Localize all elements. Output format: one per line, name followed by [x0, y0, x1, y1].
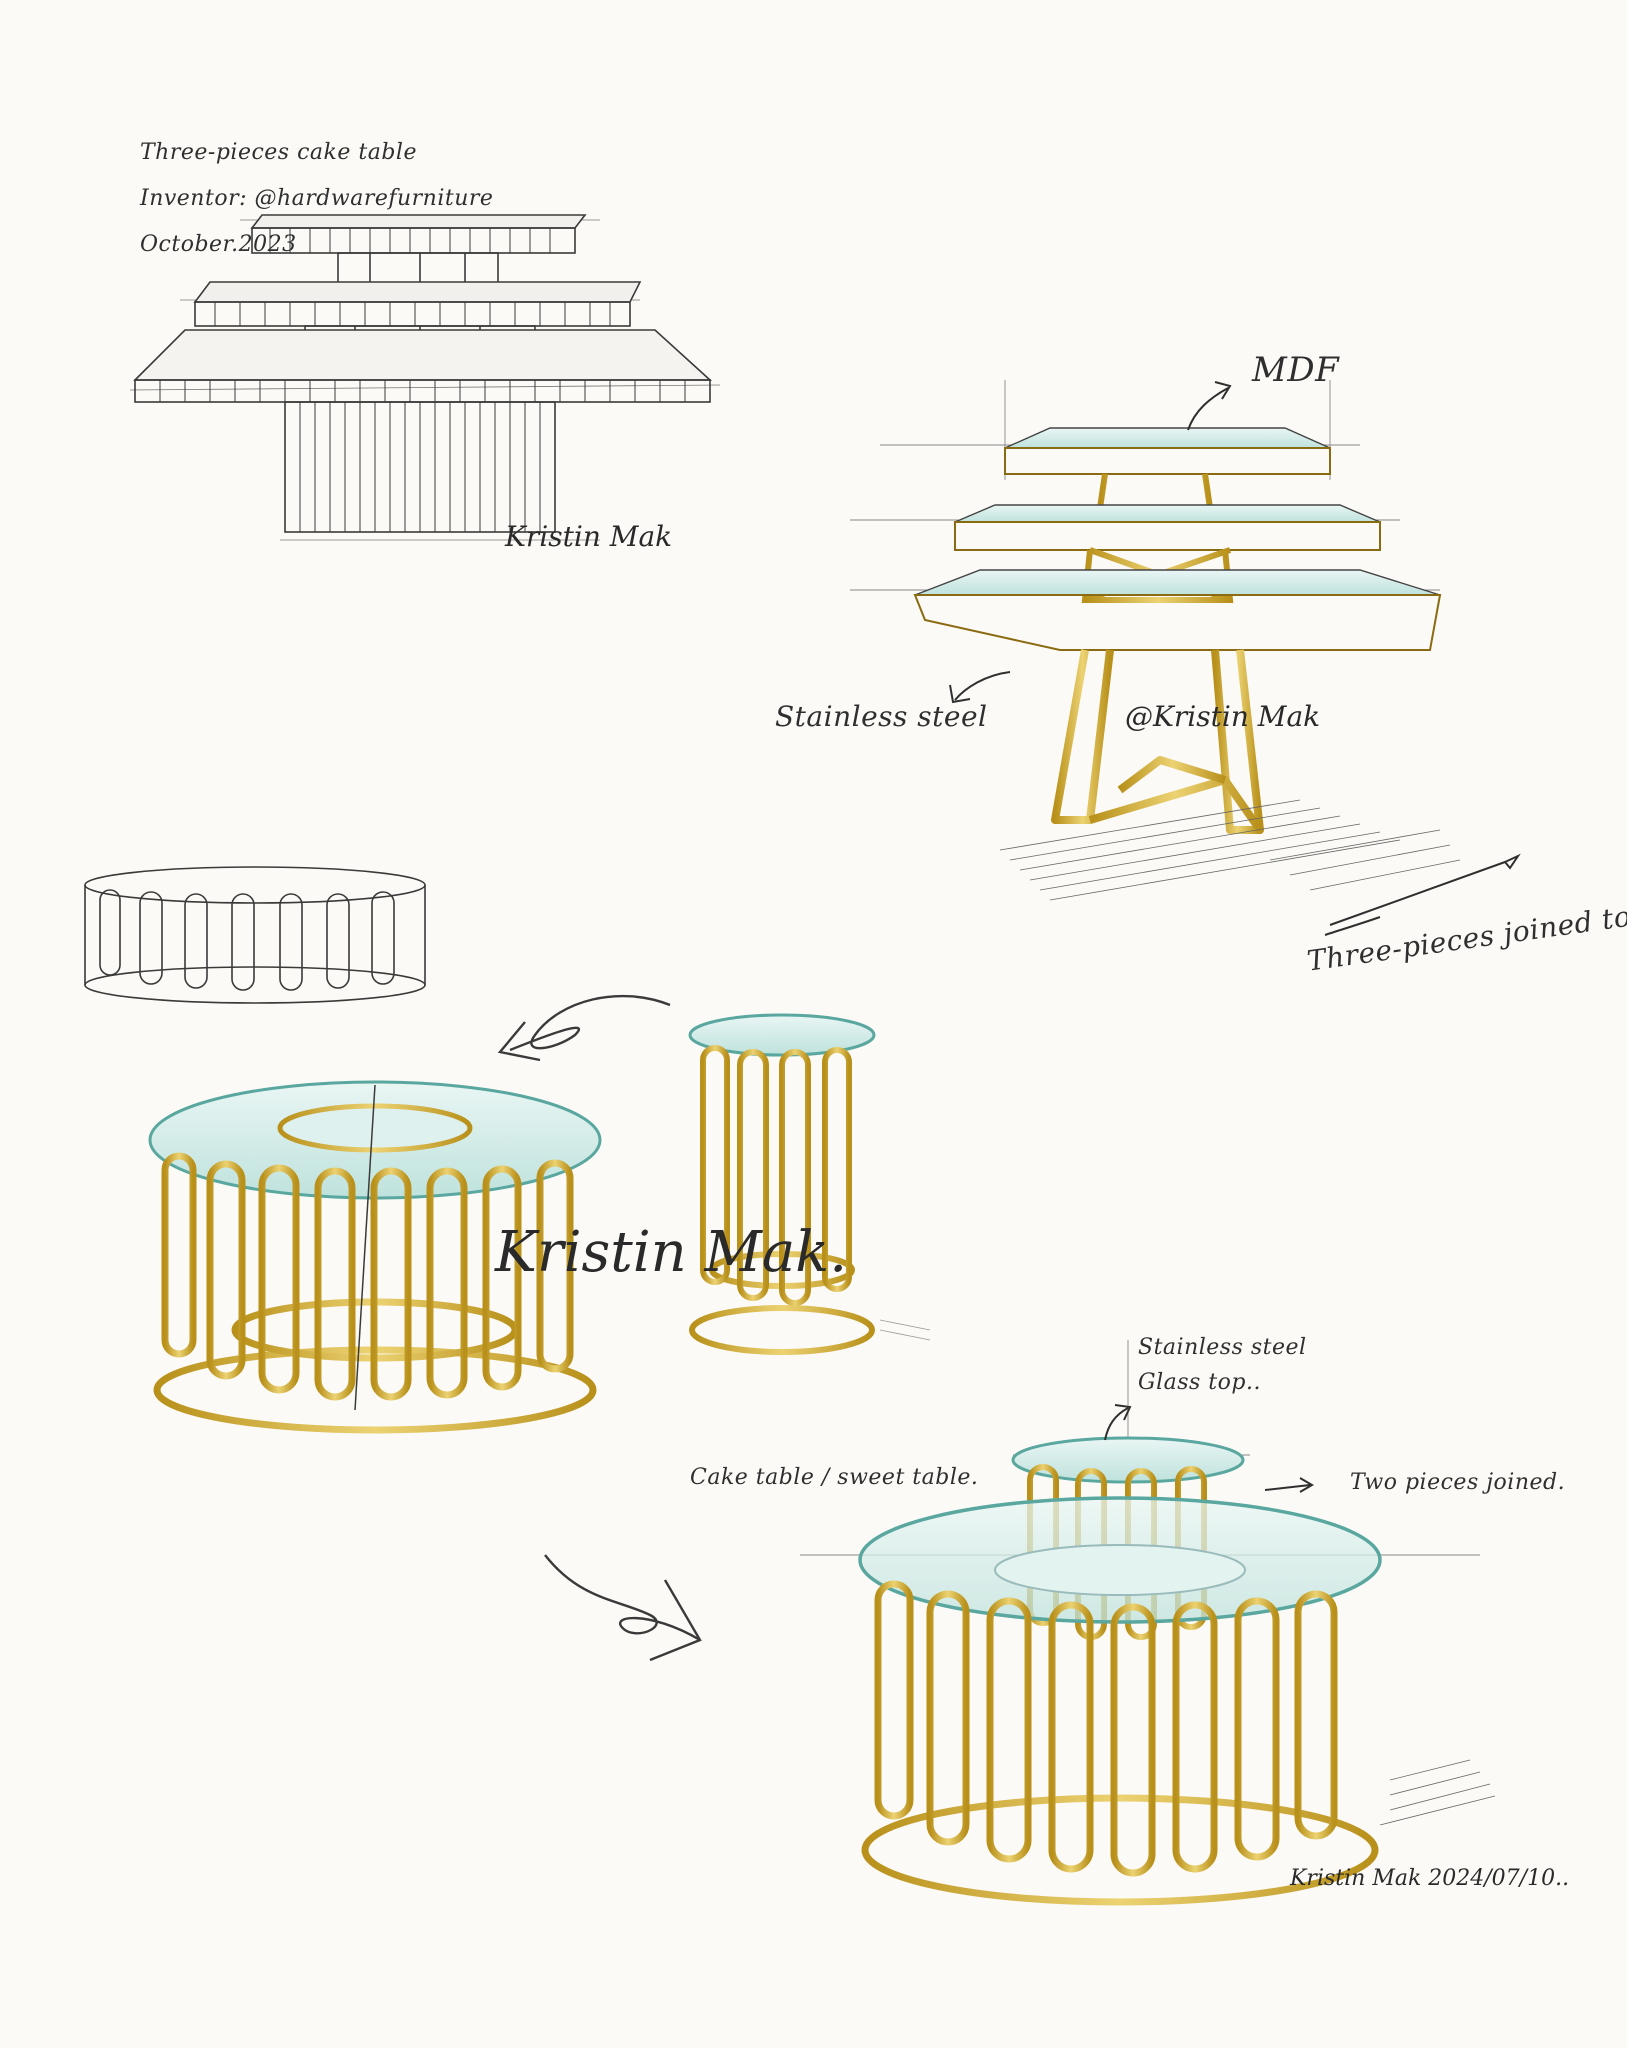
glass-top-label: Glass top.. [1138, 1370, 1261, 1395]
sketch-gold-three-tier-table [850, 380, 1521, 936]
inventor-note: Inventor: @hardwarefurniture [140, 186, 494, 211]
signature-date-sketch4: Kristin Mak 2024/07/10.. [1290, 1866, 1570, 1891]
signature-sketch3: Kristin Mak. [495, 1220, 847, 1285]
stainless-steel-label-2: Stainless steel [1138, 1335, 1307, 1360]
date-note: October.2023 [140, 232, 297, 257]
cake-table-label: Cake table / sweet table. [690, 1465, 979, 1490]
two-pieces-label: Two pieces joined. [1350, 1470, 1566, 1495]
watermark-sketch2: @Kristin Mak [1125, 700, 1321, 733]
sketch-round-tables [84, 866, 931, 1434]
sketch-two-pieces-joined [544, 1340, 1496, 1906]
mdf-label: MDF [1252, 350, 1340, 390]
sketch-pencil-three-tier-table [129, 214, 721, 541]
signature-sketch1: Kristin Mak [505, 520, 673, 553]
title-note: Three-pieces cake table [140, 140, 417, 165]
stainless-steel-label: Stainless steel [775, 700, 988, 733]
